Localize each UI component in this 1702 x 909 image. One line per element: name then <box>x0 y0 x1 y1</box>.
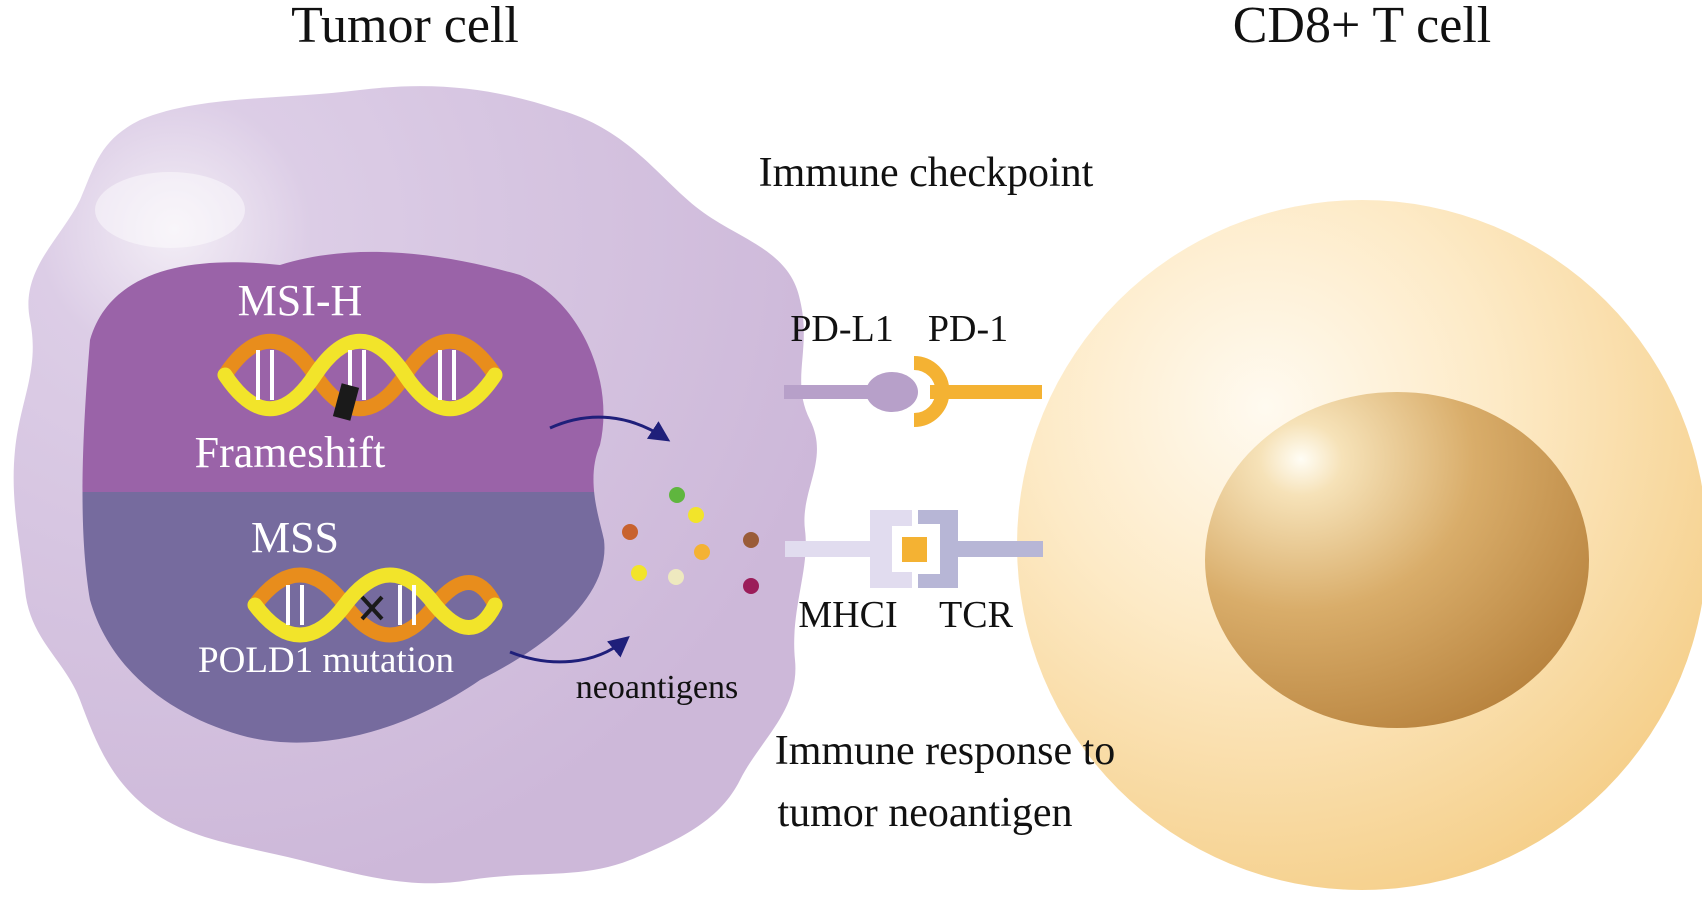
immune-response-label-line2: tumor neoantigen <box>777 790 1072 836</box>
neoantigen-dot <box>669 487 685 503</box>
msi-h-label: MSI-H <box>238 276 363 325</box>
mhc-i-receptor <box>785 510 912 588</box>
pold1-mutation-label: POLD1 mutation <box>198 640 454 681</box>
antigen-peptide <box>902 537 927 562</box>
pd-1-receptor <box>913 356 1042 427</box>
frameshift-marker <box>332 383 360 421</box>
mutation-cross-icon <box>360 595 384 621</box>
neoantigen-dots <box>622 487 759 594</box>
tcr-receptor <box>918 510 1043 588</box>
mss-label: MSS <box>251 513 339 562</box>
t-cell-nucleus <box>1205 392 1589 728</box>
tcr-label: TCR <box>939 594 1014 636</box>
neoantigen-dot <box>622 524 638 540</box>
neoantigen-dot <box>631 565 647 581</box>
pd-1-label: PD-1 <box>928 308 1008 350</box>
immune-response-label-line1: Immune response to <box>775 728 1116 774</box>
t-cell-title: CD8+ T cell <box>1233 0 1492 54</box>
neoantigen-dot <box>743 578 759 594</box>
neoantigen-dot <box>694 544 710 560</box>
tumor-cell-title: Tumor cell <box>291 0 519 54</box>
pd-l1-receptor <box>784 372 918 412</box>
arrow-frameshift-to-neoantigens <box>549 415 671 442</box>
neoantigen-dot <box>743 532 759 548</box>
dna-helix-mss <box>247 567 503 643</box>
tumor-cell-highlight <box>95 172 245 248</box>
neoantigen-dot <box>688 507 704 523</box>
neoantigen-dot <box>668 569 684 585</box>
immune-checkpoint-label: Immune checkpoint <box>759 150 1094 196</box>
neoantigens-label: neoantigens <box>576 669 738 706</box>
msi-h-region <box>82 251 605 492</box>
mhc-i-label: MHCI <box>798 594 897 636</box>
dna-helix-msi-h <box>217 333 503 421</box>
pd-l1-label: PD-L1 <box>790 308 893 350</box>
frameshift-label: Frameshift <box>195 428 386 477</box>
arrow-pold1-to-neoantigens <box>509 635 630 664</box>
